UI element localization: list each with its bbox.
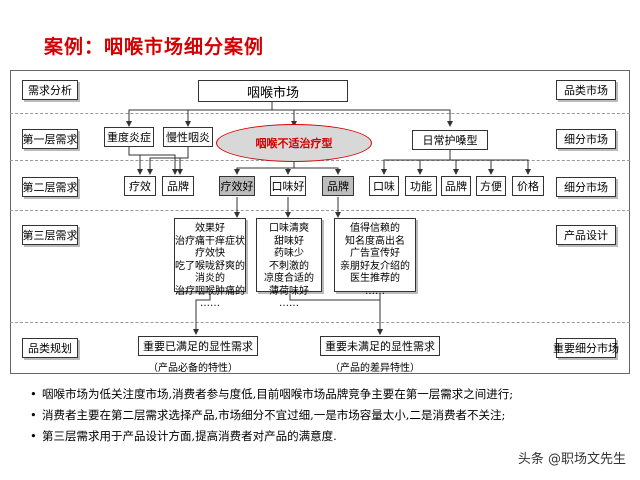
row-label-category: 品类规划 bbox=[22, 338, 78, 358]
level3-item: …… bbox=[365, 285, 385, 297]
level2-node: 疗效 bbox=[124, 176, 156, 196]
root-node: 咽喉市场 bbox=[198, 80, 348, 102]
page-title: 案例：咽喉市场细分案例 bbox=[44, 36, 265, 58]
level1-node: 日常护嗓型 bbox=[412, 130, 488, 150]
level3-item: 薄荷味好 bbox=[269, 285, 309, 297]
level3-item: 吃了喉咙舒爽的 bbox=[175, 260, 245, 272]
level3-item: 口味清爽 bbox=[269, 223, 309, 234]
level3-item: 医生推荐的 bbox=[350, 273, 400, 284]
level2-node: 口味好 bbox=[270, 176, 306, 196]
level3-item: 甜味好 bbox=[274, 235, 304, 247]
watermark: 头条 @职场文先生 bbox=[517, 452, 626, 467]
level2-node: 品牌 bbox=[322, 176, 354, 196]
level2-node: 价格 bbox=[512, 176, 544, 196]
category-box-unsatisfied: 重要未满足的显性需求 bbox=[320, 336, 440, 356]
row-tag-segment-market: 细分市场 bbox=[556, 129, 616, 149]
level2-node: 功能 bbox=[405, 176, 437, 196]
row-separator bbox=[10, 113, 630, 114]
conclusion-list: 咽喉市场为低关注度市场,消费者参与度低,目前咽喉市场品牌竞争主要在第一层需求之间… bbox=[30, 384, 513, 447]
level2-node: 疗效好 bbox=[219, 176, 255, 196]
level1-node: 慢性咽炎 bbox=[163, 127, 213, 147]
level1-node: 重度炎症 bbox=[104, 127, 154, 147]
category-note-essential: （产品必备的特性） bbox=[148, 363, 238, 374]
level3-detail-box: 效果好 治疗痛干痒症状 疗效快 吃了喉咙舒爽的 消炎的 治疗咽喉肿痛的 …… bbox=[174, 218, 246, 309]
category-note-differentiating: （产品的差异特性） bbox=[330, 363, 420, 374]
row-separator bbox=[10, 210, 630, 211]
level3-item: 疗效快 bbox=[195, 248, 225, 259]
level3-item: …… bbox=[200, 298, 220, 309]
level2-node: 品牌 bbox=[162, 176, 194, 196]
list-item: 第三层需求用于产品设计方面,提高消费者对产品的满意度. bbox=[30, 426, 513, 447]
list-item: 咽喉市场为低关注度市场,消费者参与度低,目前咽喉市场品牌竞争主要在第一层需求之间… bbox=[30, 384, 513, 405]
level3-item: 不刺激的 bbox=[269, 260, 309, 272]
highlight-ellipse bbox=[216, 124, 372, 162]
level2-node: 品牌 bbox=[441, 176, 471, 196]
level3-item: 亲朋好友介绍的 bbox=[340, 260, 410, 272]
level3-item: 治疗痛干痒症状 bbox=[175, 235, 245, 247]
row-tag-segment-market: 细分市场 bbox=[556, 177, 616, 197]
level1-node-highlighted: 咽喉不适治疗型 bbox=[255, 137, 333, 150]
row-tag-category-market: 品类市场 bbox=[556, 80, 616, 100]
category-box-satisfied: 重要已满足的显性需求 bbox=[138, 336, 258, 356]
level3-item: 知名度高出名 bbox=[345, 235, 405, 247]
row-tag-product-design: 产品设计 bbox=[556, 225, 616, 245]
level3-item: 治疗咽喉肿痛的 bbox=[175, 285, 245, 297]
level3-item: 值得信赖的 bbox=[350, 223, 400, 234]
level2-node: 口味 bbox=[369, 176, 399, 196]
level3-item: 凉度合适的 bbox=[264, 273, 314, 284]
level3-item: …… bbox=[279, 298, 299, 309]
list-item: 消费者主要在第二层需求选择产品,市场细分不宜过细,一是市场容量太小,二是消费者不… bbox=[30, 405, 513, 426]
diagram-frame bbox=[10, 70, 630, 374]
row-label-level1: 第一层需求 bbox=[22, 129, 78, 149]
row-tag-key-segment: 重要细分市场 bbox=[553, 338, 619, 358]
row-label-level2: 第二层需求 bbox=[22, 177, 78, 197]
level3-detail-box: 口味清爽 甜味好 药味少 不刺激的 凉度合适的 薄荷味好 …… bbox=[256, 218, 322, 309]
level3-detail-box: 值得信赖的 知名度高出名 广告宣传好 亲朋好友介绍的 医生推荐的 …… bbox=[334, 218, 416, 297]
row-separator bbox=[10, 322, 630, 323]
row-label-level3: 第三层需求 bbox=[22, 225, 78, 245]
level3-item: 广告宣传好 bbox=[350, 248, 400, 259]
level2-node: 方便 bbox=[476, 176, 506, 196]
level3-item: 药味少 bbox=[274, 248, 304, 259]
row-label-demand-analysis: 需求分析 bbox=[22, 80, 78, 100]
level3-item: 效果好 bbox=[195, 223, 225, 234]
level3-item: 消炎的 bbox=[195, 273, 225, 284]
